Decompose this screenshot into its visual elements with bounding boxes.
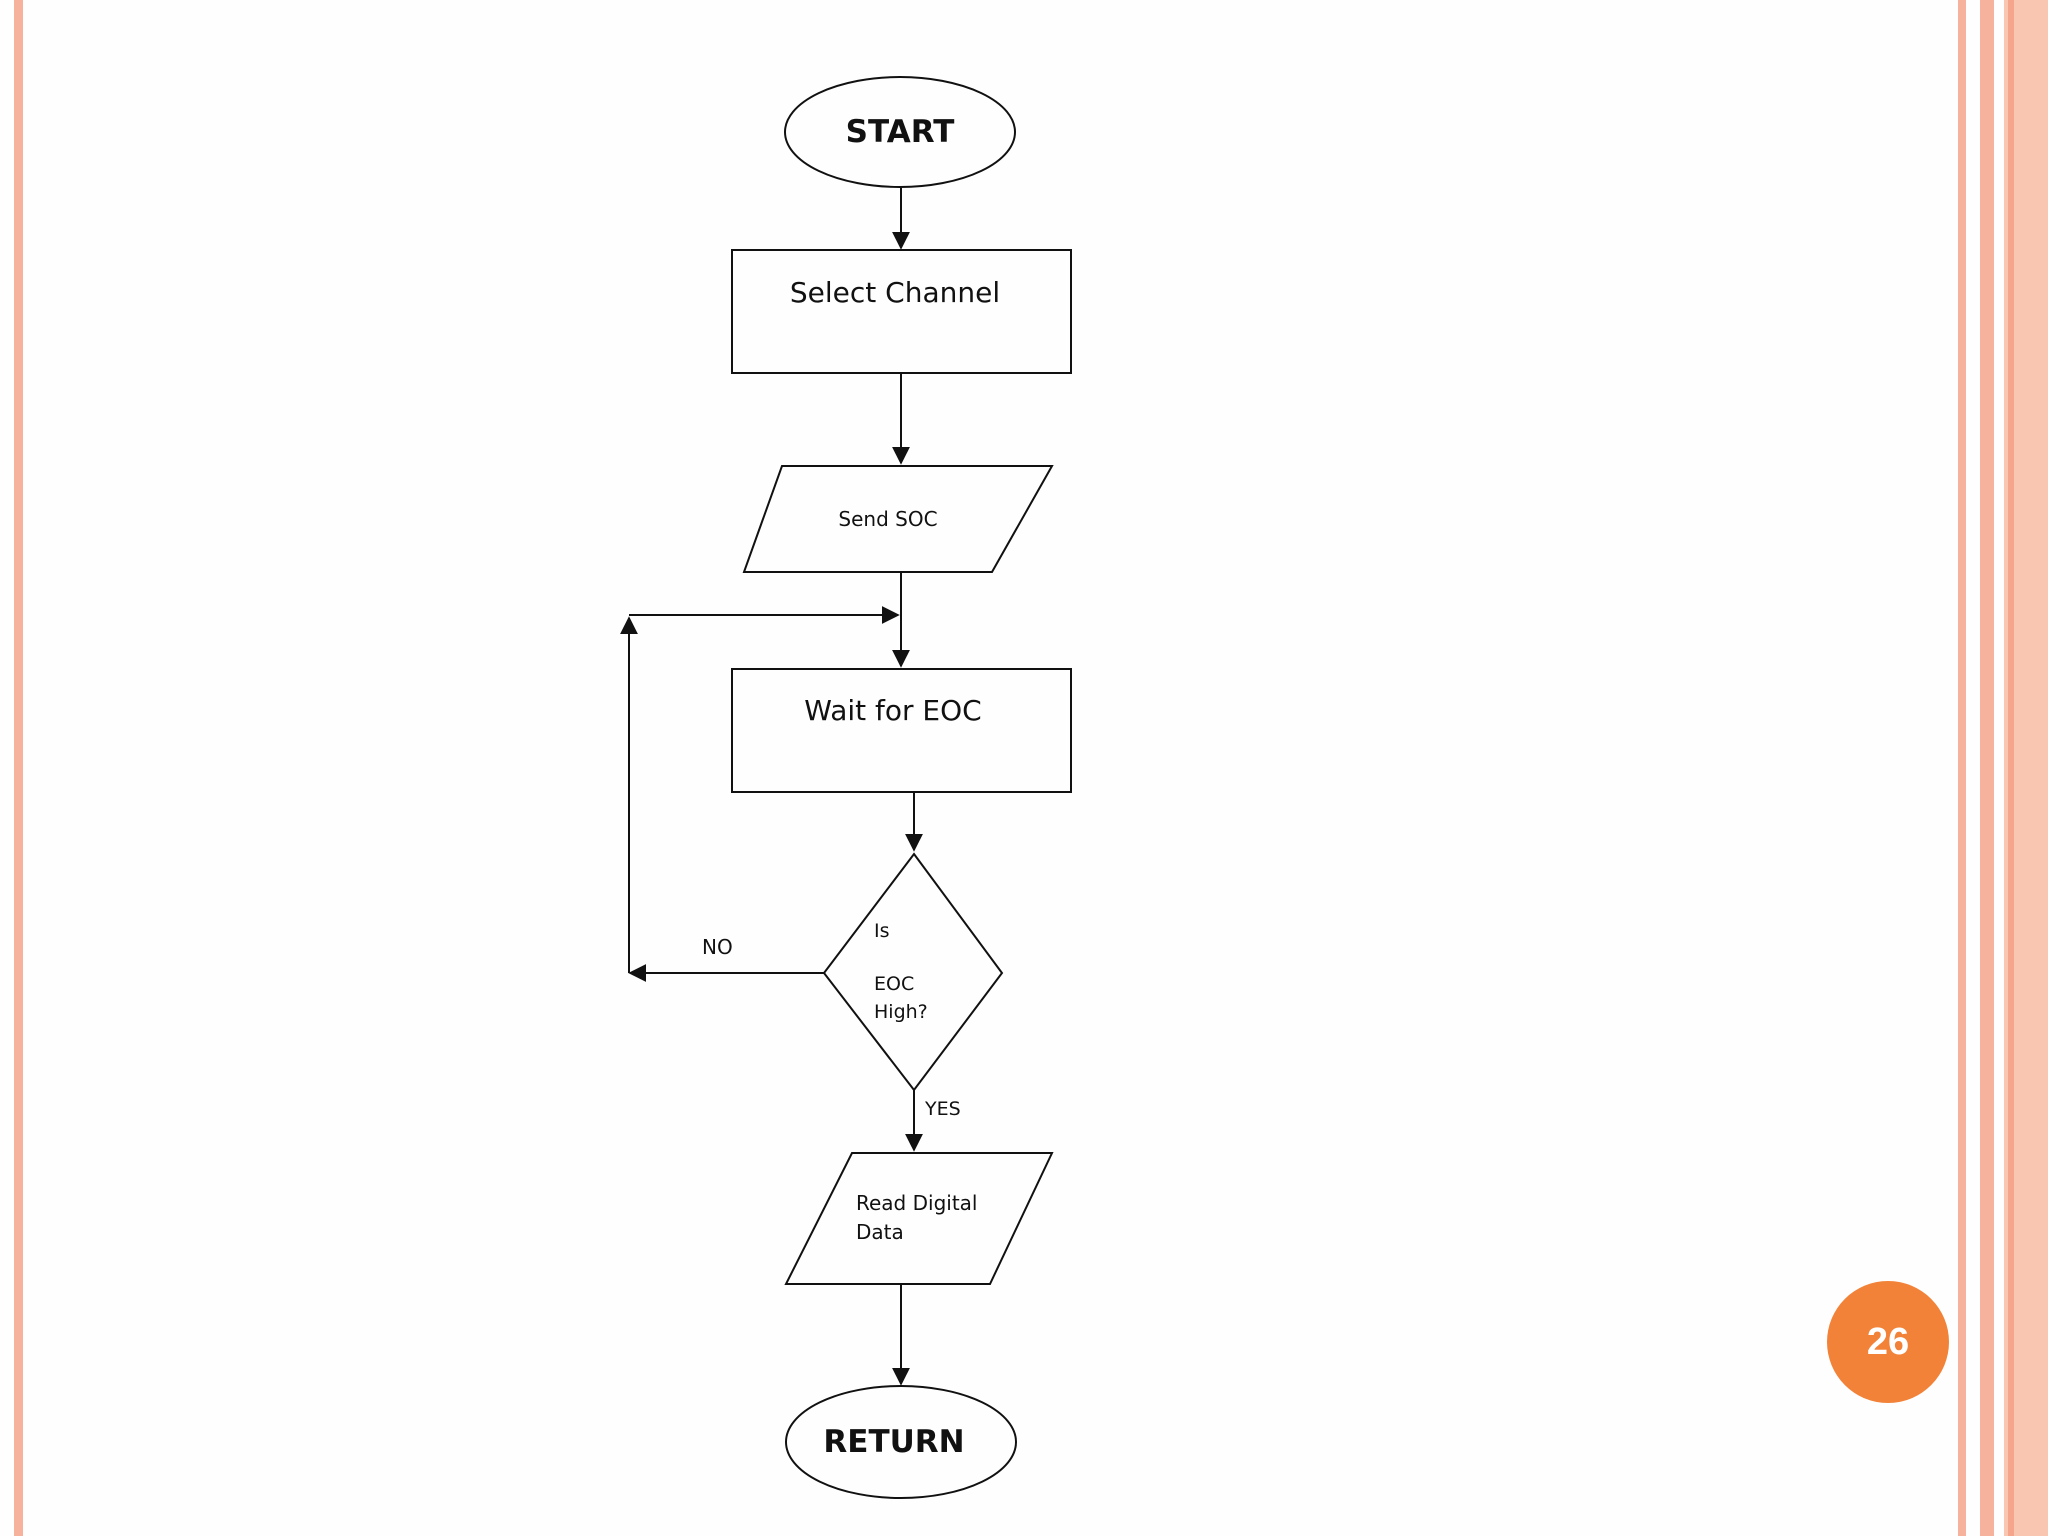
- read-data-line1: Read Digital: [856, 1191, 977, 1215]
- decision-line3: High?: [874, 1001, 928, 1023]
- send-soc-label: Send SOC: [838, 507, 937, 531]
- process-wait-eoc: [731, 668, 1072, 793]
- page-number-badge: 26: [1827, 1281, 1949, 1403]
- process-select-channel: [731, 249, 1072, 374]
- decision-line2: EOC: [874, 973, 914, 995]
- decision-eoc-high: [822, 852, 1004, 1092]
- select-channel-label: Select Channel: [790, 276, 1000, 309]
- wait-eoc-label: Wait for EOC: [804, 694, 981, 727]
- start-terminal: [784, 76, 1016, 188]
- io-send-soc: [742, 465, 1054, 573]
- decision-line1: Is: [874, 920, 890, 942]
- read-data-line2: Data: [856, 1220, 904, 1244]
- return-terminal: [785, 1385, 1017, 1499]
- no-label: NO: [702, 935, 733, 959]
- yes-label: YES: [924, 1098, 961, 1120]
- start-label: START: [846, 114, 955, 150]
- right-border-stripe-edge: [2008, 0, 2014, 1536]
- io-read-digital-data: [784, 1152, 1054, 1285]
- return-label: RETURN: [823, 1424, 964, 1460]
- left-border-stripe: [14, 0, 23, 1536]
- right-border-stripe-thin: [1958, 0, 1966, 1536]
- right-border-stripe-inner: [1980, 0, 1994, 1536]
